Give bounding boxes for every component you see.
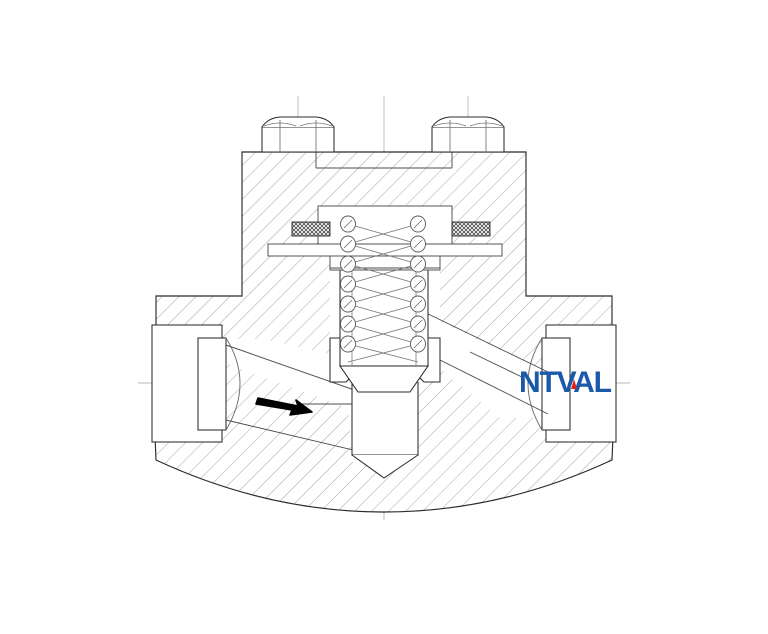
right-bore-taper <box>527 337 543 431</box>
bonnet-shoulder <box>267 243 503 257</box>
left-socket-counterbore <box>197 337 227 431</box>
brand-logo: NTVAL <box>519 366 613 399</box>
gasket-right <box>451 221 491 237</box>
body-bonnet-gaskets <box>291 221 491 237</box>
gasket-left <box>291 221 331 237</box>
brand-logo-text: NTVAL <box>519 366 612 399</box>
hex-nut-left-chamfer-top <box>261 116 335 128</box>
brand-logo-accent-triangle <box>571 379 577 389</box>
spring-coil-connectors <box>347 223 419 363</box>
left-socket-end <box>151 324 241 443</box>
outlet-passage-upper <box>419 309 549 373</box>
hex-nut-left-outline <box>261 126 335 153</box>
flow-arrow-shape <box>255 397 313 416</box>
throat-bottom <box>351 454 419 479</box>
body-bonnet-outline <box>154 151 614 513</box>
left-bore-taper <box>225 337 241 431</box>
spring-coil-slashes <box>343 219 423 349</box>
right-socket-counterbore <box>541 337 571 431</box>
flow-arrow <box>255 397 313 416</box>
hex-nut-right-chamfer-top <box>431 116 505 128</box>
outlet-passage-lower <box>423 351 549 415</box>
piston-skirt <box>338 365 430 393</box>
outlet-passage-mid <box>469 351 525 379</box>
compression-spring <box>340 215 426 363</box>
bonnet-top-details <box>315 152 453 169</box>
inlet-passage-upper <box>225 344 361 393</box>
right-socket-end <box>527 324 617 443</box>
hex-nut-right-outline <box>431 126 505 153</box>
hex-nut-right <box>431 116 505 153</box>
spring-cavity-upper <box>317 205 453 245</box>
throat-bore <box>351 382 419 456</box>
hex-nut-left <box>261 116 335 153</box>
